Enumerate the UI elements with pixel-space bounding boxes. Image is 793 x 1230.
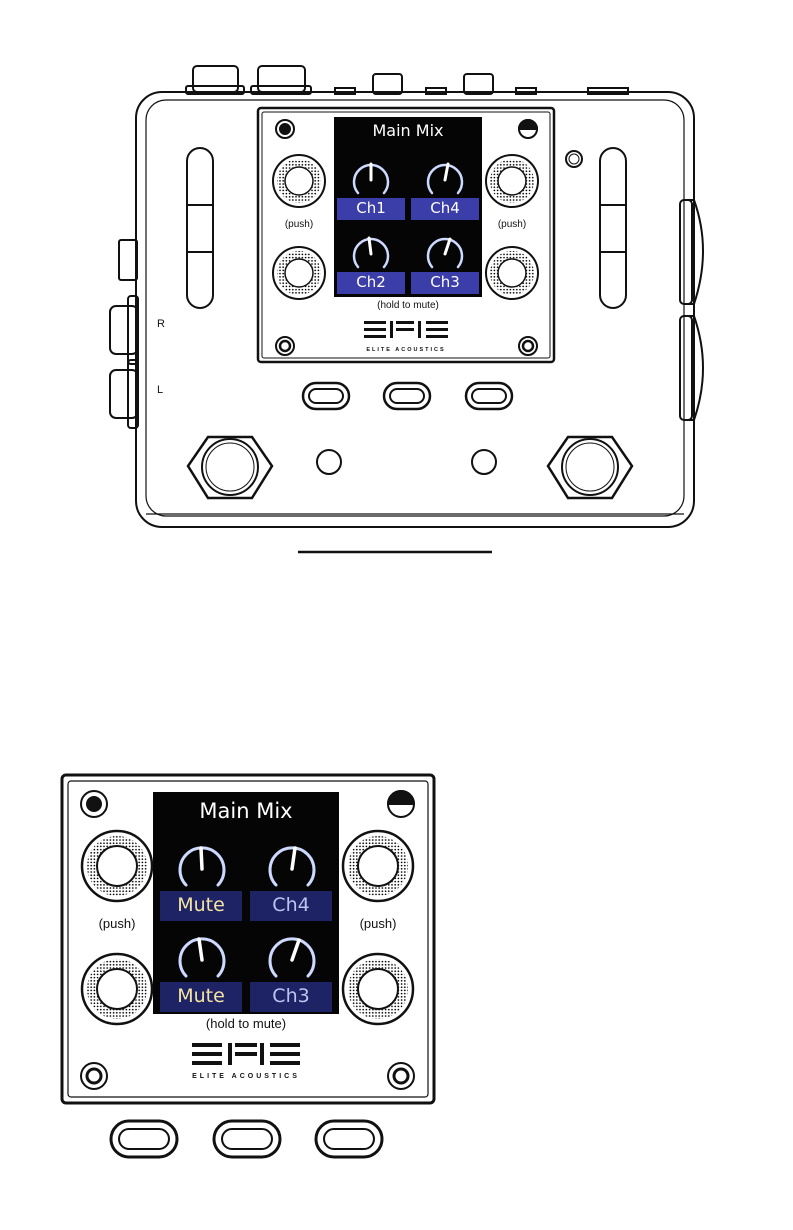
detail-encoder-bottom-right: [343, 954, 413, 1024]
push-label-left-top: (push): [274, 219, 324, 230]
push-label-right-top: (push): [487, 219, 537, 230]
detail-encoder-top-left: [82, 831, 152, 901]
detail-oval-buttons: [111, 1121, 382, 1157]
encoder-bottom-right: [486, 247, 538, 299]
channel-label-ch4-detail: Ch4: [250, 894, 332, 916]
detail-encoder-bottom-left: [82, 954, 152, 1024]
channel-label-mute-1-detail: Mute: [160, 894, 242, 916]
channel-label-ch4-top: Ch4: [411, 199, 479, 217]
logo-top: [364, 321, 448, 338]
detail-encoder-top-right: [343, 831, 413, 901]
push-label-right-detail: (push): [343, 916, 413, 931]
encoder-bottom-left: [273, 247, 325, 299]
channel-label-ch3-detail: Ch3: [250, 985, 332, 1007]
status-led: [566, 151, 582, 167]
push-label-left-detail: (push): [82, 916, 152, 931]
hold-to-mute-label-top: (hold to mute): [358, 300, 458, 311]
logo-text-detail: ELITE ACOUSTICS: [176, 1073, 316, 1080]
left-footswitch: [188, 437, 272, 498]
channel-label-ch1-top: Ch1: [337, 199, 405, 217]
encoder-top-left: [273, 155, 325, 207]
right-slider: [600, 148, 626, 308]
encoder-top-right: [486, 155, 538, 207]
hold-to-mute-label-detail: (hold to mute): [181, 1016, 311, 1031]
channel-label-ch2-top: Ch2: [337, 273, 405, 291]
left-slider: [187, 148, 213, 308]
channel-label-mute-2-detail: Mute: [160, 985, 242, 1007]
jack-label-l: L: [157, 384, 163, 396]
logo-text-top: ELITE ACOUSTICS: [356, 347, 456, 353]
screen-title-top: Main Mix: [334, 121, 482, 140]
small-button-right: [472, 450, 496, 474]
small-button-left: [317, 450, 341, 474]
jack-label-r: R: [157, 318, 165, 330]
top-connectors: [186, 66, 628, 94]
left-side-jacks: [110, 240, 138, 428]
detail-logo: [192, 1043, 300, 1065]
right-footswitch: [548, 437, 632, 498]
channel-label-ch3-top: Ch3: [411, 273, 479, 291]
oval-buttons: [303, 383, 512, 409]
screen-title-detail: Main Mix: [153, 799, 339, 823]
